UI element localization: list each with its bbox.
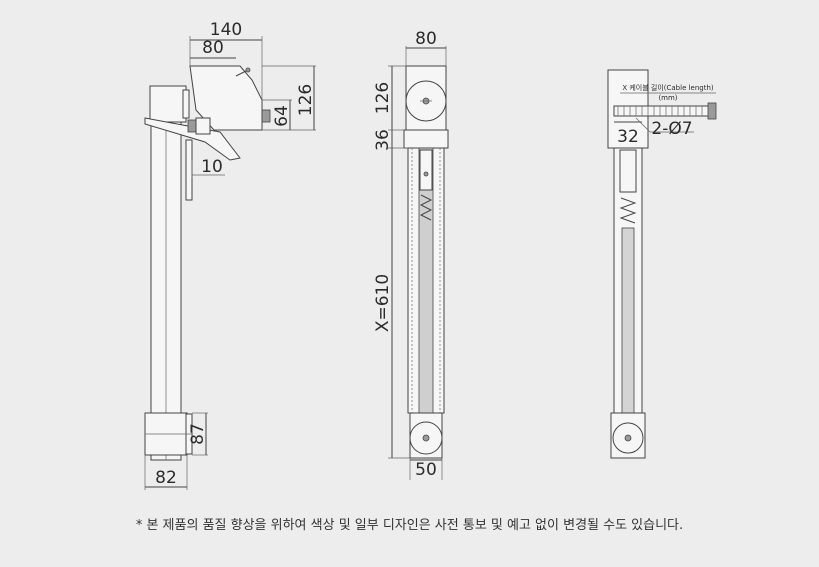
side-dim-80: 80 bbox=[202, 38, 224, 58]
front-dim-x: X=610 bbox=[373, 274, 393, 332]
back-dim-32: 32 bbox=[617, 127, 639, 147]
back-spring bbox=[619, 197, 637, 224]
back-dim-holes: 2-Ø7 bbox=[651, 119, 692, 139]
back-cable-label: X 케이블 길이(Cable length) bbox=[622, 83, 714, 92]
side-dim-140: 140 bbox=[210, 20, 242, 40]
front-spring bbox=[419, 194, 433, 221]
side-dim-10: 10 bbox=[201, 157, 223, 177]
back-cable bbox=[613, 105, 711, 117]
side-dim-82: 82 bbox=[155, 468, 177, 488]
side-mount-plate bbox=[185, 139, 193, 201]
side-dim-87: 87 bbox=[188, 423, 208, 445]
front-dim-50: 50 bbox=[415, 460, 437, 480]
front-dim-126: 126 bbox=[373, 82, 393, 114]
side-dim-64: 64 bbox=[272, 105, 292, 127]
back-cable-unit: (mm) bbox=[658, 94, 677, 102]
front-dim-36: 36 bbox=[373, 129, 393, 151]
front-view: 80 126 36 X=610 50 bbox=[373, 29, 449, 480]
side-top-cap bbox=[149, 85, 187, 123]
front-dim-80: 80 bbox=[415, 29, 437, 49]
side-dim-126: 126 bbox=[296, 84, 316, 116]
side-view: 140 80 64 126 10 87 82 bbox=[144, 20, 316, 490]
back-view: X 케이블 길이(Cable length) (mm) 32 2-Ø7 bbox=[607, 69, 717, 459]
side-bracket bbox=[144, 117, 241, 161]
front-carriage bbox=[419, 149, 433, 191]
footnote: * 본 제품의 품질 향상을 위하여 색상 및 일부 디자인은 사전 통보 및 … bbox=[135, 518, 684, 533]
